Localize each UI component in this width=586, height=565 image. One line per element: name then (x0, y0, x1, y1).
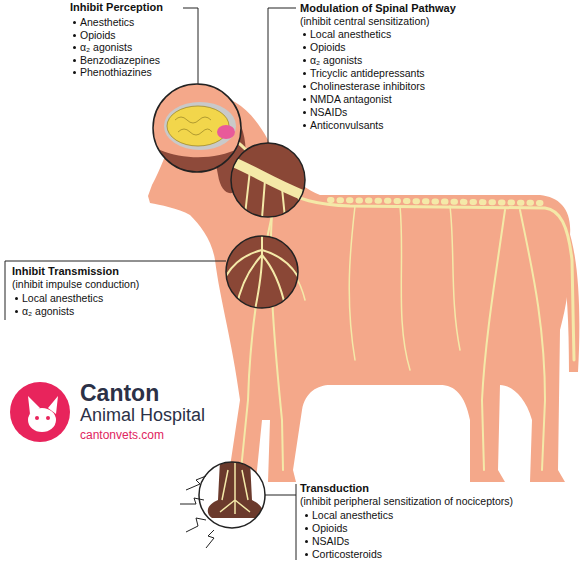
logo-url: cantonvets.com (80, 428, 164, 442)
magnifier-ring (199, 462, 265, 528)
bullet-dot (73, 59, 76, 62)
bullet-dot (303, 124, 306, 127)
section-heading: Inhibit Transmission (12, 265, 119, 277)
drug-item: Anticonvulsants (310, 119, 384, 131)
bullet-dot (73, 34, 76, 37)
nerve-magnifier (222, 232, 302, 312)
drug-item: Opioids (310, 41, 346, 53)
magnifier-ring (231, 143, 305, 217)
drug-item: Cholinesterase inhibitors (310, 80, 425, 92)
bullet-dot (303, 111, 306, 114)
bullet-dot (303, 33, 306, 36)
section-heading: Transduction (300, 482, 369, 494)
magnifier-ring (153, 84, 241, 172)
drug-item: NSAIDs (310, 106, 347, 118)
bullet-dot (305, 553, 308, 556)
bullet-dot (305, 540, 308, 543)
drug-item: Phenothiazines (80, 66, 152, 78)
bullet-dot (303, 59, 306, 62)
bullet-dot (305, 527, 308, 530)
section-heading: Inhibit Perception (70, 1, 163, 13)
drug-item: NSAIDs (312, 535, 349, 547)
leader-lines (5, 8, 296, 560)
drug-item: NMDA antagonist (310, 93, 392, 105)
drug-item: α₂ agonists (80, 41, 132, 53)
bullet-dot (305, 514, 308, 517)
bullet-dot (73, 21, 76, 24)
bullet-dot (303, 72, 306, 75)
drug-item: Tricyclic antidepressants (310, 67, 425, 79)
drug-item: Anesthetics (80, 16, 134, 28)
section-subheading: (inhibit central sensitization) (300, 15, 430, 27)
drug-item: Local anesthetics (22, 292, 103, 304)
bullet-dot (73, 71, 76, 74)
bullet-dot (15, 310, 18, 313)
bullet-dot (15, 297, 18, 300)
bullet-dot (303, 46, 306, 49)
bullet-dot (73, 46, 76, 49)
bullet-dot (303, 85, 306, 88)
section-heading: Modulation of Spinal Pathway (300, 2, 456, 14)
logo-icon (10, 382, 70, 442)
drug-item: Local anesthetics (310, 28, 391, 40)
drug-item: α₂ agonists (22, 305, 74, 317)
paw-magnifier (196, 460, 268, 532)
section-subheading: (inhibit peripheral sensitization of noc… (300, 495, 513, 507)
drug-item: Opioids (80, 29, 116, 41)
drug-item: Benzodiazepines (80, 54, 160, 66)
magnifier-ring (226, 236, 298, 308)
drug-item: Corticosteroids (312, 548, 382, 560)
logo-name: Canton (80, 380, 159, 406)
stimulus-bolts (180, 476, 214, 548)
logo-subname: Animal Hospital (80, 405, 205, 426)
drug-item: α₂ agonists (310, 54, 362, 66)
section-subheading: (inhibit impulse conduction) (12, 278, 139, 290)
bullet-dot (303, 98, 306, 101)
drug-item: Opioids (312, 522, 348, 534)
spine-magnifier (228, 140, 310, 220)
drug-item: Local anesthetics (312, 509, 393, 521)
